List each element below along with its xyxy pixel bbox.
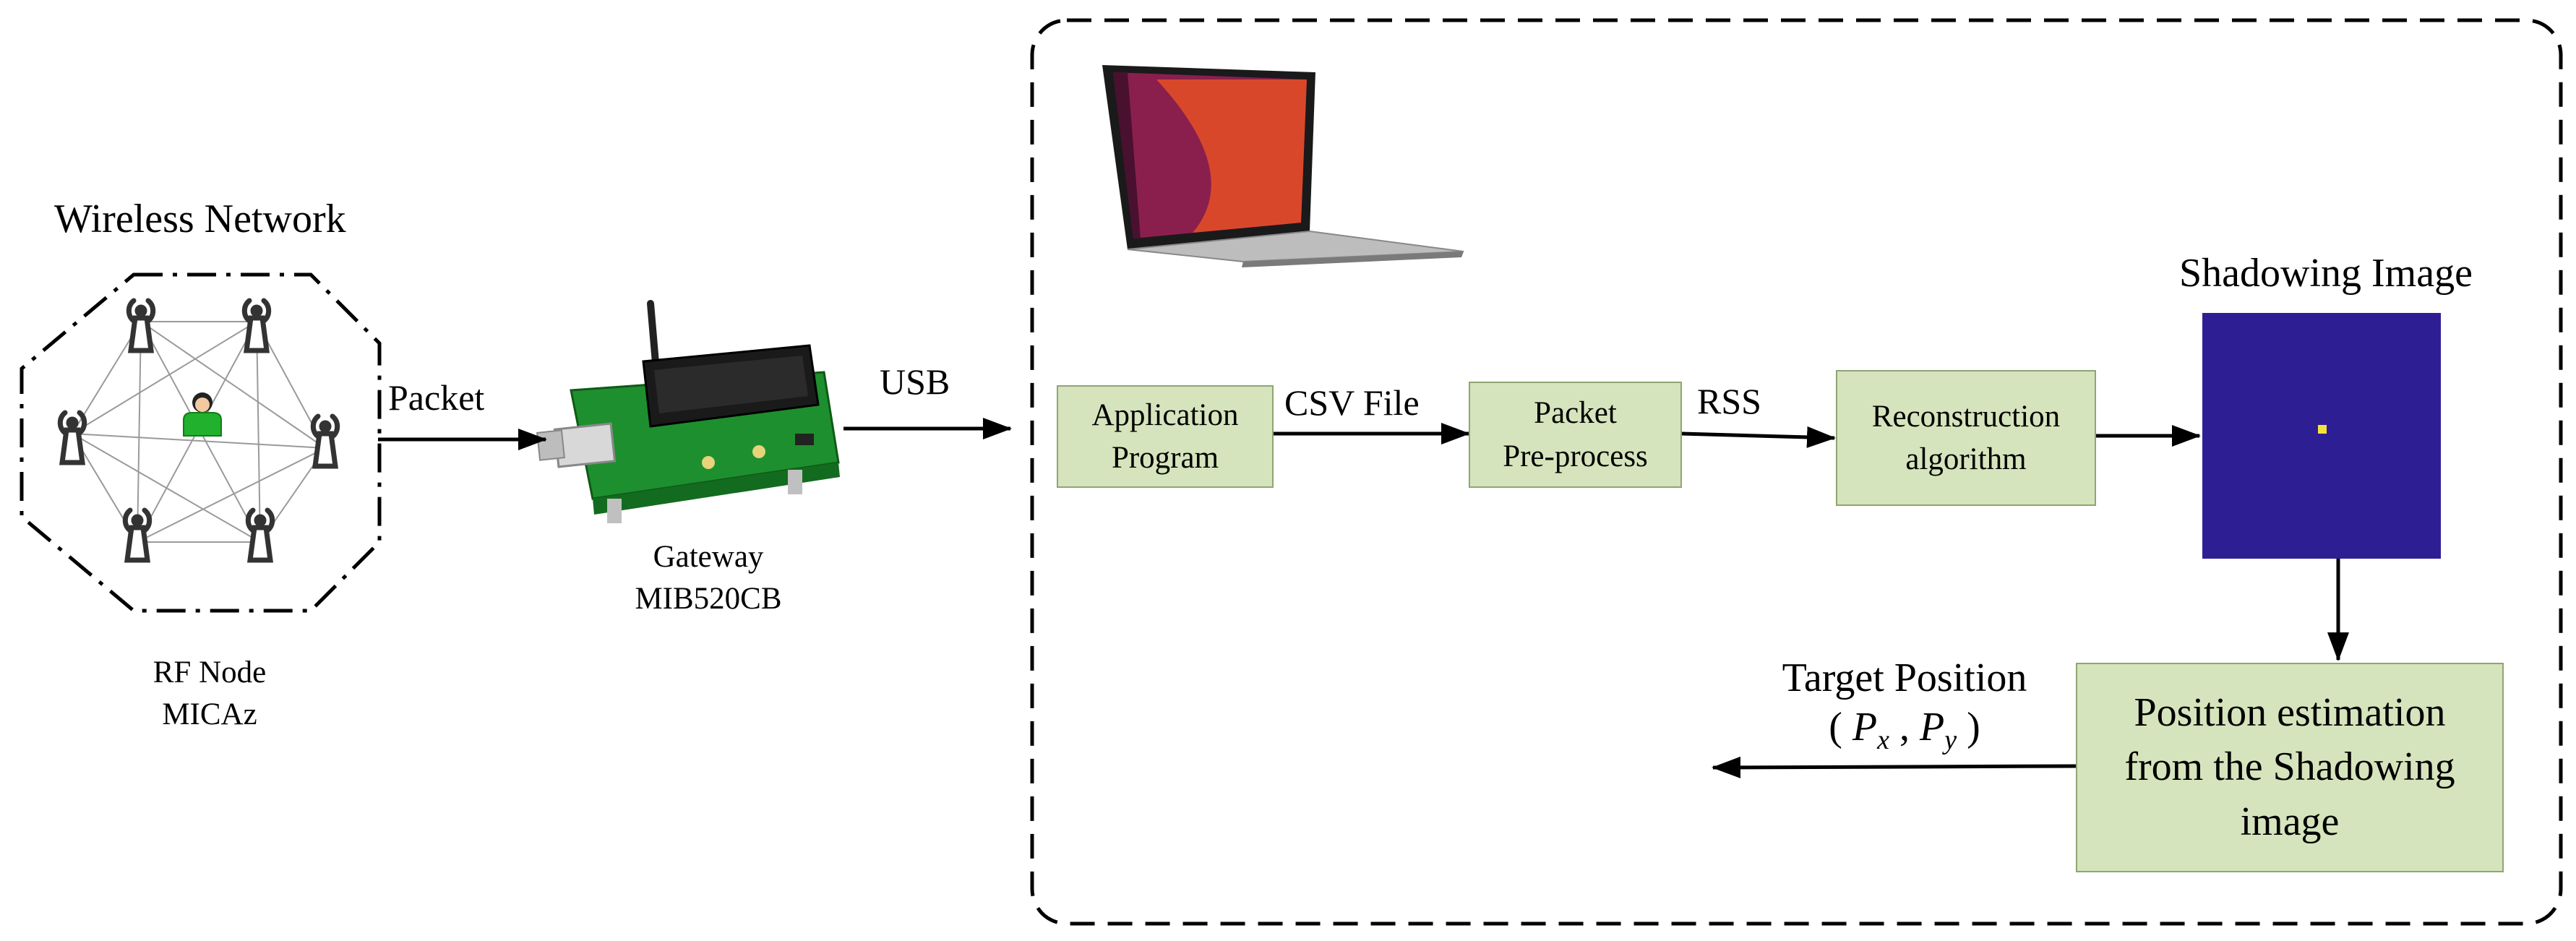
reconstruction-line2: algorithm — [1905, 442, 2027, 476]
packet-preprocess-line2: Pre-process — [1503, 439, 1648, 473]
rf-node-icon — [122, 507, 153, 563]
rf-node-icon — [245, 507, 275, 563]
application-program-line1: Application — [1091, 398, 1239, 432]
shadowing-image — [2202, 313, 2441, 559]
packet-label: Packet — [388, 377, 485, 418]
position-estimation-line1: Position estimation — [2134, 690, 2446, 736]
gateway-label: Gateway MIB520CB — [593, 536, 824, 619]
position-estimation-line3: image — [2240, 799, 2340, 844]
rf-node-icon — [126, 298, 156, 353]
processing-container — [1030, 18, 2563, 926]
arrow-rss — [1681, 426, 1836, 448]
rf-node-icon — [57, 410, 87, 465]
packet-preprocess-block: Packet Pre-process — [1469, 382, 1682, 488]
target-position-coordinates: ( Px , Py ) — [1735, 707, 2074, 754]
rf-node-icon — [241, 298, 272, 353]
reconstruction-algorithm-block: Reconstruction algorithm — [1836, 370, 2096, 506]
coord-px: Px — [1852, 705, 1889, 754]
position-estimation-line2: from the Shadowing — [2124, 744, 2455, 790]
gateway-label-line1: Gateway — [653, 540, 764, 574]
gateway-label-line2: MIB520CB — [635, 581, 782, 616]
application-program-line2: Program — [1111, 441, 1219, 475]
rss-label: RSS — [1697, 381, 1761, 421]
coord-comma: , — [1899, 705, 1910, 749]
coord-px-base: P — [1852, 705, 1878, 749]
usb-label: USB — [880, 361, 950, 402]
csv-file-label: CSV File — [1284, 382, 1420, 423]
gateway-device-icon — [536, 300, 840, 523]
coord-px-sub: x — [1877, 725, 1889, 756]
person-target-icon — [183, 392, 222, 437]
shadowing-image-title: Shadowing Image — [2179, 251, 2473, 296]
flow-arrows — [378, 418, 2349, 778]
laptop-icon — [1102, 65, 1464, 267]
rf-node-label-line2: MICAz — [162, 697, 257, 731]
application-program-block: Application Program — [1057, 385, 1274, 488]
coord-close-paren: ) — [1967, 705, 1980, 749]
coord-py: Py — [1920, 705, 1957, 754]
shadowing-image-target — [2318, 425, 2327, 434]
rf-node-icons — [57, 298, 340, 563]
node-mesh — [72, 321, 326, 543]
coord-py-base: P — [1920, 705, 1945, 749]
rf-node-icon — [310, 413, 340, 469]
reconstruction-line1: Reconstruction — [1871, 399, 2061, 434]
rf-node-label-line1: RF Node — [153, 656, 267, 689]
position-estimation-block: Position estimation from the Shadowing i… — [2076, 663, 2504, 872]
arrow-target-position — [1712, 756, 2077, 778]
target-position-title: Target Position — [1782, 656, 2027, 700]
wireless-network-title: Wireless Network — [54, 197, 346, 241]
rf-node-label: RF Node MICAz — [116, 652, 304, 735]
packet-preprocess-line1: Packet — [1534, 396, 1617, 431]
coord-open-paren: ( — [1829, 705, 1842, 749]
coord-py-sub: y — [1944, 725, 1957, 756]
